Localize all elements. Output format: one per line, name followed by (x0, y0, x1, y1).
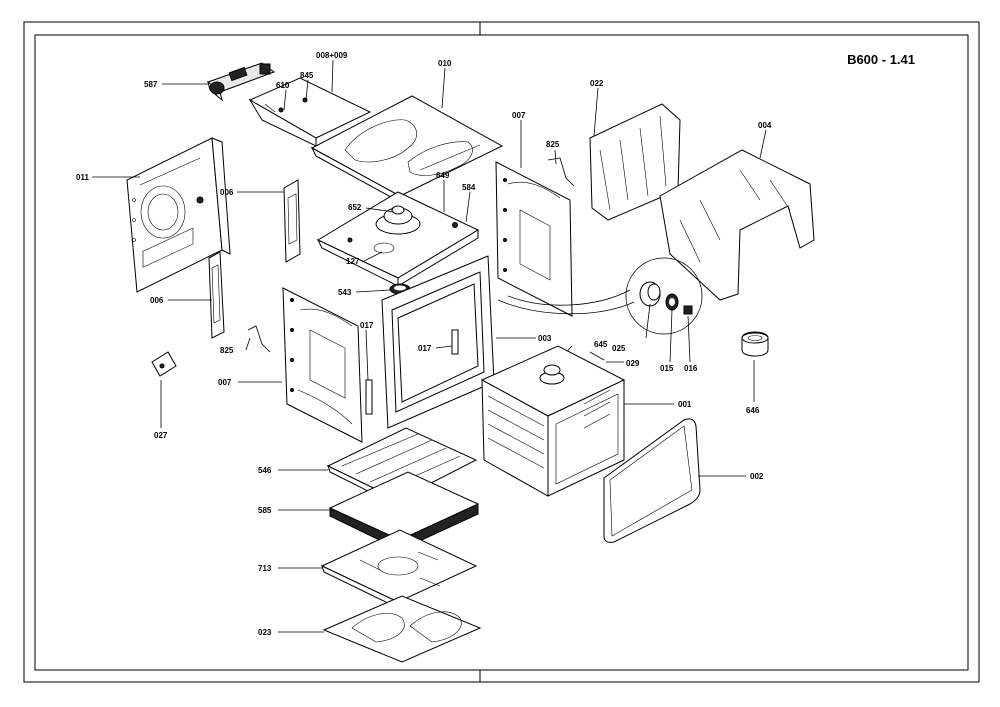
callout-007-left: 007 (218, 378, 232, 387)
part-825-wire-left (247, 325, 271, 353)
part-011-rear-panel (126, 137, 231, 293)
part-029-screw (589, 351, 605, 361)
part-646-seal-ring (741, 331, 769, 357)
part-008-009-top-cover (248, 77, 372, 147)
part-inner-top-cover (316, 191, 480, 287)
callout-646: 646 (746, 406, 760, 415)
part-006-bracket-upper (283, 179, 301, 263)
part-004-insulation-wrap (659, 149, 815, 301)
callout-546: 546 (258, 466, 272, 475)
callout-003: 003 (538, 334, 552, 343)
callout-002: 002 (750, 472, 764, 481)
part-007-left-side-panel (282, 287, 363, 443)
callout-584: 584 (462, 183, 476, 192)
callout-029: 029 (626, 359, 640, 368)
callout-027: 027 (154, 431, 168, 440)
callout-645: 645 (594, 340, 608, 349)
outer-frame (23, 21, 980, 683)
callout-017-frame: 017 (418, 344, 432, 353)
callout-713: 713 (258, 564, 272, 573)
callout-610: 610 (276, 81, 290, 90)
callout-649: 649 (436, 171, 450, 180)
part-713-bottom-plate (320, 529, 478, 609)
callout-006-lower: 006 (150, 296, 164, 305)
drawing-code: B600 - 1.41 (847, 52, 915, 67)
callout-004: 004 (758, 121, 772, 130)
callout-825-left: 825 (220, 346, 234, 355)
part-587-motor (207, 62, 276, 102)
callout-652: 652 (348, 203, 362, 212)
inner-frame (34, 34, 969, 671)
part-025-lamp-housing (639, 281, 661, 307)
part-023-base-panel (322, 595, 482, 663)
callout-022: 022 (590, 79, 604, 88)
callout-845: 845 (300, 71, 314, 80)
callout-008-009: 008+009 (316, 51, 348, 60)
callout-585: 585 (258, 506, 272, 515)
callout-016: 016 (684, 364, 698, 373)
part-027-hinge-catch (151, 351, 177, 377)
part-022-insulation-side (589, 103, 681, 221)
part-015-lamp-glass (665, 293, 679, 311)
callout-025: 025 (612, 344, 626, 353)
callout-001: 001 (678, 400, 692, 409)
part-017-hinge-left (365, 379, 373, 415)
callout-011: 011 (76, 173, 89, 182)
callout-543: 543 (338, 288, 352, 297)
part-007-right-side-panel (495, 161, 573, 317)
part-006-bracket-lower (208, 251, 225, 339)
callout-587: 587 (144, 80, 158, 89)
part-016-lamp-bulb (683, 305, 693, 315)
lamp-detail-circle (497, 257, 703, 335)
leader-lines (92, 59, 767, 633)
callout-127: 127 (346, 257, 360, 266)
callout-015: 015 (660, 364, 674, 373)
callout-017-panel: 017 (360, 321, 374, 330)
callout-825-right: 825 (546, 140, 560, 149)
part-003-front-frame (381, 255, 495, 429)
callout-006-upper: 006 (220, 188, 234, 197)
callout-010: 010 (438, 59, 452, 68)
part-001-oven-cavity (480, 345, 626, 497)
part-585-insulation-slab (328, 471, 480, 551)
part-002-door-seal (603, 418, 701, 543)
callout-023: 023 (258, 628, 272, 637)
part-825-wire-right (547, 157, 575, 187)
callout-007-right: 007 (512, 111, 526, 120)
